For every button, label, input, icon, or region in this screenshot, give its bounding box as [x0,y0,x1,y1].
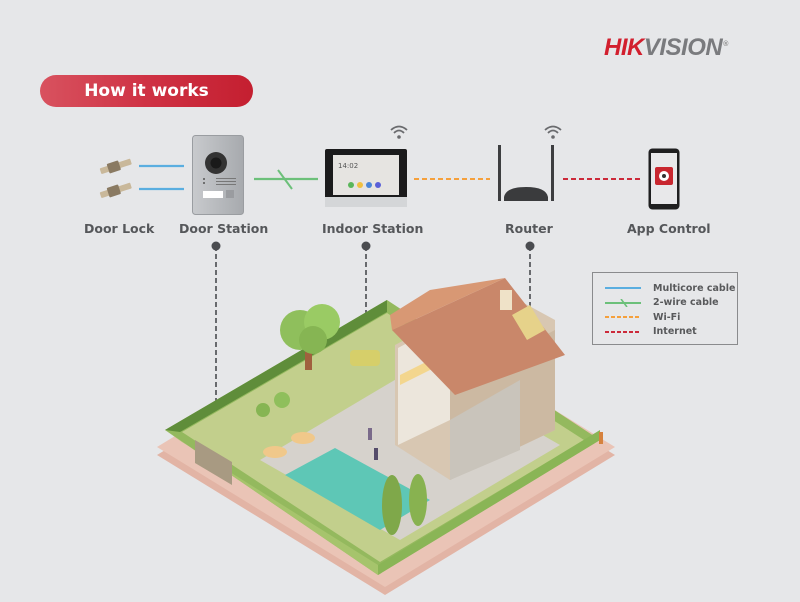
internet-swatch-icon [605,330,641,333]
page-title: How it works [84,81,209,101]
logo-vision: VISION [643,34,723,61]
legend-label: Internet [653,326,697,338]
door-station-icon [192,135,244,215]
legend-label: Wi-Fi [653,311,681,323]
legend-wifi: Wi-Fi [605,310,737,325]
cable-legend: Multicore cable 2-wire cable Wi-Fi Inter… [592,272,738,345]
legend-two-wire: 2-wire cable [605,296,737,311]
label-door-lock: Door Lock [84,221,155,236]
label-router: Router [505,221,553,236]
legend-label: Multicore cable [653,282,736,294]
hikvision-logo: HIKVISION® [604,34,728,62]
indoor-screen-time: 14:02 [338,162,358,170]
wifi-swatch-icon [605,316,641,319]
indoor-station-icon: 14:02 [325,149,407,207]
multicore-swatch-icon [605,287,641,290]
router-wifi-icon [544,125,562,139]
door-lock-icon [99,158,132,198]
how-it-works-badge: How it works [40,75,253,107]
router-icon [498,145,554,201]
logo-hik: HIK [604,34,644,61]
indoor-wifi-icon [390,125,408,139]
registered-mark: ® [723,41,728,48]
legend-label: 2-wire cable [653,297,719,309]
label-indoor-station: Indoor Station [322,221,424,236]
app-control-phone-icon [648,148,680,210]
two-wire-swatch-icon [605,298,641,307]
legend-internet: Internet [605,325,737,340]
label-app-control: App Control [627,221,711,236]
legend-multicore: Multicore cable [605,281,737,296]
label-door-station: Door Station [179,221,269,236]
